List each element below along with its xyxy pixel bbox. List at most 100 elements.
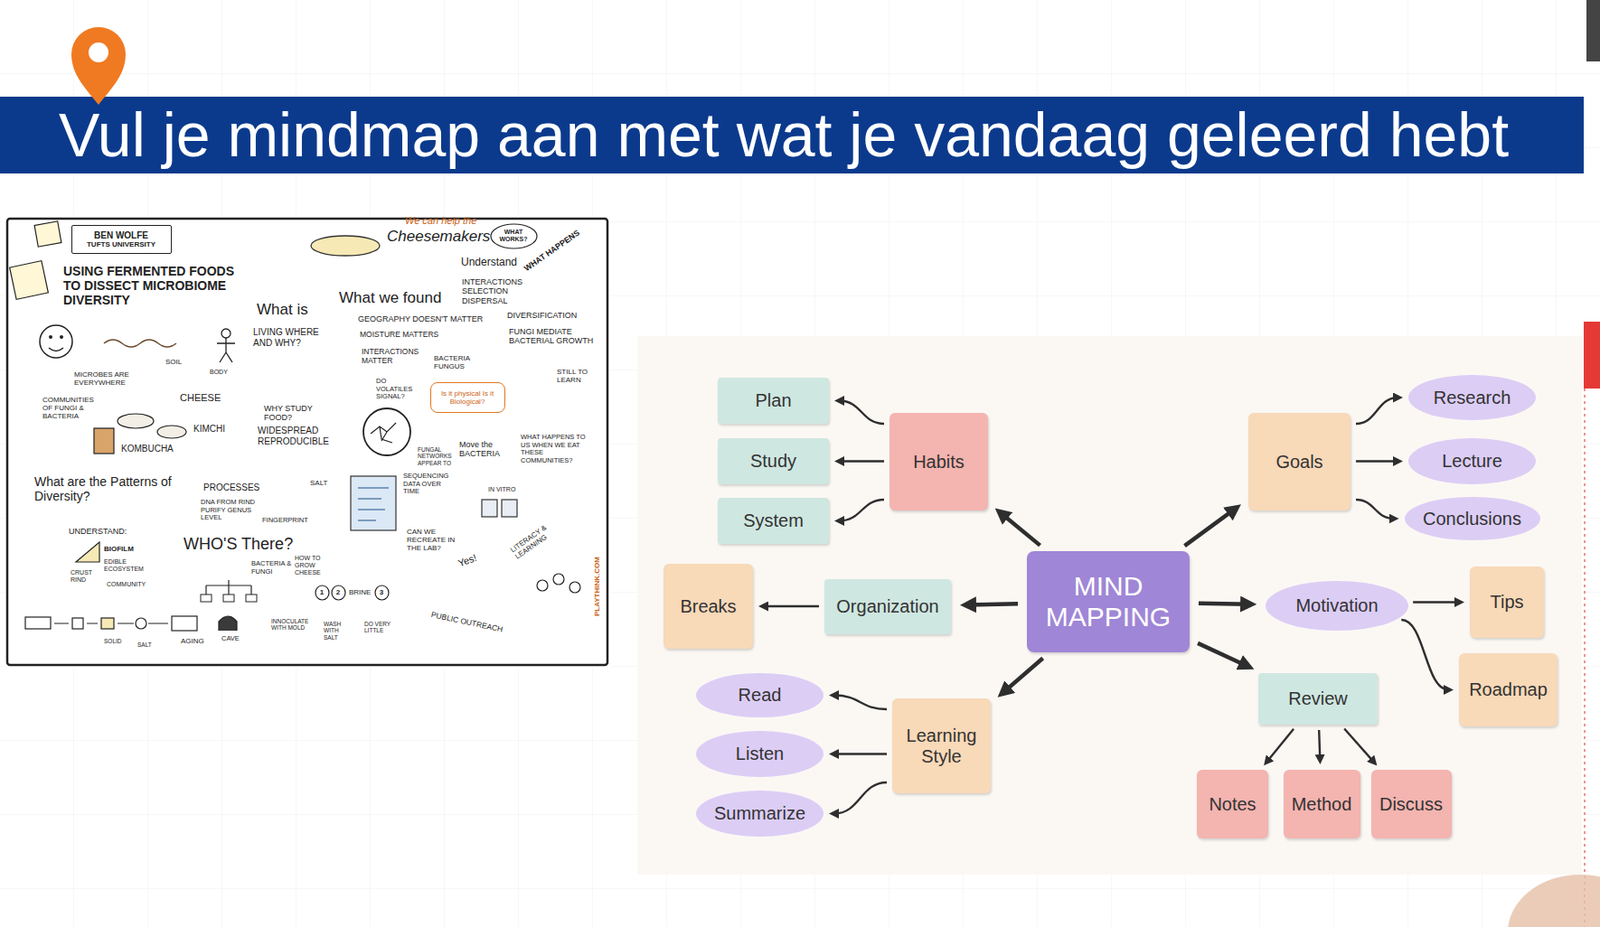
window-edge (1586, 0, 1600, 62)
branch-arrow (1184, 509, 1234, 546)
sketch-text: DO VOLATILES SIGNAL? (376, 377, 424, 402)
sketch-text: BACTERIA FUNGUS (433, 354, 475, 371)
sketch-text: INTERACTIONS SELECTION DISPERSAL (461, 277, 526, 306)
sketch-banner: BEN WOLFETUFTS UNIVERSITY (71, 225, 172, 255)
bubble-shape (696, 731, 824, 778)
bubble-shape (375, 585, 389, 601)
node-text: Discuss (1379, 794, 1443, 816)
vial (481, 499, 498, 518)
cheese-wheel (310, 235, 380, 256)
sketch-text: AGING (180, 637, 205, 646)
topic-bubble: Conclusions (1404, 497, 1541, 541)
branch-arrow (1355, 460, 1399, 462)
sketch-text: WHY STUDY FOOD? (263, 404, 323, 424)
branch-arrow (1355, 397, 1399, 424)
title-band (0, 96, 1584, 174)
topic-box: Discuss (1371, 770, 1452, 839)
sketch-text: FUNGAL NETWORKS APPEAR TO (417, 446, 456, 467)
cow-doodle (25, 617, 51, 630)
branch-arrow (1197, 643, 1247, 667)
sketch-text: DNA FROM RIND PURIFY GENUS LEVEL (200, 498, 263, 523)
branch-arrow (1355, 499, 1394, 519)
topic-box: Habits (889, 413, 989, 511)
side-marker (1583, 321, 1600, 389)
sketch-text: LIVING WHERE AND WHY? (253, 327, 326, 349)
branch-arrow (834, 696, 888, 711)
node-text: Listen (735, 743, 784, 765)
sketch-text: SOLID (103, 638, 123, 645)
connectors (763, 397, 1460, 815)
branch-arrow (1344, 728, 1375, 763)
topic-box: Tips (1469, 566, 1544, 639)
branch-arrow (834, 782, 888, 815)
sketch-text: KIMCHI (193, 423, 226, 435)
sketch-text: HOW TO GROW CHEESE (294, 555, 336, 577)
branch-arrow (834, 752, 888, 755)
step-number: 3 (375, 585, 389, 601)
body-doodle (221, 329, 231, 339)
topic-bubble: Read (696, 673, 824, 718)
sketch-text: Move the BACTERIA (459, 440, 509, 460)
node-text: Notes (1208, 794, 1256, 816)
sketch-text: FUNGI MEDIATE BACTERIAL GROWTH (508, 327, 600, 347)
sketch-text: WHAT HAPPENS TO US WHEN WE EAT THESE COM… (520, 433, 593, 466)
node-text: Learning Style (901, 725, 982, 768)
bubble-shape (1404, 497, 1541, 541)
bubble-shape (315, 585, 330, 601)
aging-shelf (171, 616, 198, 631)
sketch-text: IN VITRO (488, 486, 516, 494)
mind-map-panel (637, 336, 1582, 876)
node-text: Breaks (679, 596, 736, 618)
sketch-text: What are the Patterns of Diversity? (34, 474, 175, 504)
topic-box: Roadmap (1458, 653, 1558, 727)
sketch-text: CAN WE RECREATE IN THE LAB? (406, 527, 463, 554)
sketch-text: INTERACTIONS MATTER (361, 348, 430, 367)
topic-box: Study (717, 438, 829, 485)
sketch-text: MOISTURE MATTERS (359, 330, 439, 340)
topic-box: Goals (1248, 413, 1351, 511)
sketch-text: What we found (338, 289, 442, 308)
topic-bubble: Motivation (1265, 581, 1409, 631)
audience-head (536, 580, 548, 592)
bubble-shape (331, 585, 346, 601)
node-text: Lecture (1441, 451, 1503, 472)
topic-box: Learning Style (892, 698, 991, 794)
node-text: Tips (1489, 592, 1524, 613)
node-text: TUFTS UNIVERSITY (86, 240, 156, 249)
sticky-note (9, 261, 49, 301)
location-pin (71, 27, 126, 105)
node-text: Study (750, 451, 797, 472)
sketch-photo (3, 215, 612, 669)
sketch-text: DIVERSIFICATION (507, 310, 577, 320)
sketch-text: CAVE (221, 635, 240, 644)
sketch-text: KOMBUCHA (121, 443, 174, 455)
cheese-plate (117, 414, 154, 429)
presenter-hand (1507, 875, 1600, 927)
bubble-shape (696, 673, 824, 718)
sketch-text: PLAYTHINK.COM (592, 556, 602, 617)
kimchi-plate (157, 425, 187, 439)
side-dash (1583, 388, 1586, 927)
sketch-text: BIOFILM (103, 545, 134, 554)
node-text: Method (1291, 794, 1353, 816)
sketch-text: UNDERSTAND: (68, 527, 127, 537)
node-text: Motivation (1295, 595, 1378, 617)
sketch-text: We can help the (404, 215, 477, 227)
node-text: Habits (912, 451, 965, 473)
node-text: System (743, 510, 804, 532)
soil-doodle (103, 339, 177, 348)
branch-arrow (1267, 729, 1295, 763)
petri-dish (363, 408, 411, 456)
topic-box: Breaks (663, 564, 753, 650)
process-doodle (101, 618, 114, 630)
sketch-text: EDIBLE ECOSYSTEM (103, 558, 151, 574)
salt-doodle (135, 618, 147, 630)
tree-diagram (206, 580, 252, 595)
question-box: Is it physical Is it Biological? (430, 382, 506, 414)
tree-leaf (245, 594, 257, 603)
node-text: Conclusions (1422, 508, 1522, 530)
sketch-frame (7, 218, 608, 666)
sketch-text: INNOCULATE WITH MOLD (271, 618, 313, 632)
